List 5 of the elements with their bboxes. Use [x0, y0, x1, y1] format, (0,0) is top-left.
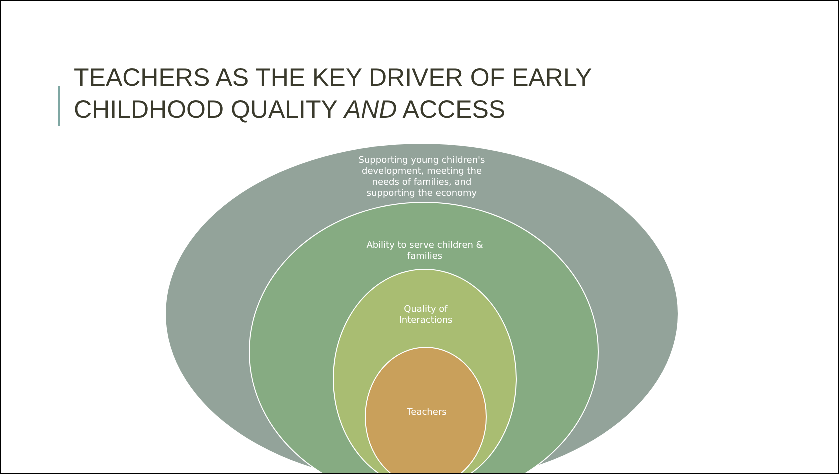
- ring-label: Ability to serve children & families: [366, 241, 484, 263]
- slide-title: TEACHERS AS THE KEY DRIVER OF EARLY CHILDHOOD QUALITY AND ACCESS: [74, 63, 593, 126]
- ring-label: Supporting young children's development, meeting the needs of families, and supporting the economy: [358, 156, 486, 200]
- ring-label: Quality of Interactions: [398, 305, 454, 327]
- ring-label: Teachers: [406, 408, 448, 419]
